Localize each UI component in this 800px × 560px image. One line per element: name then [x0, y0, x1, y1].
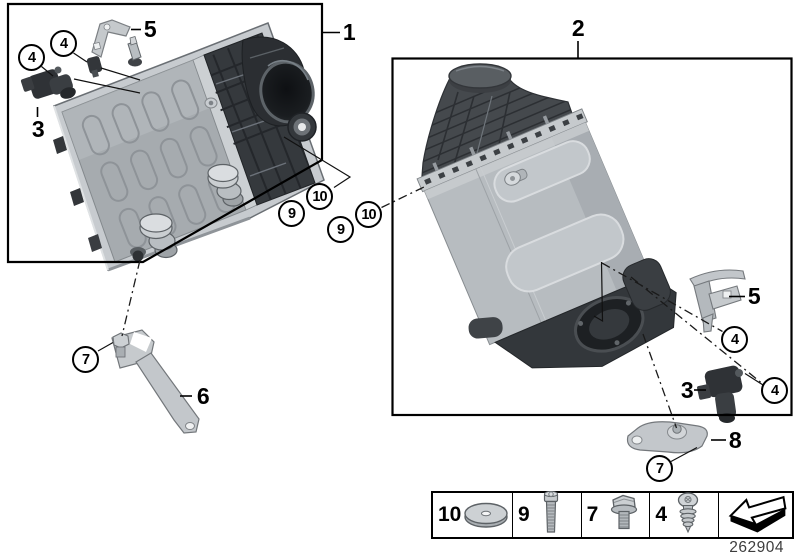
callout-9-right[interactable]: 9	[327, 216, 354, 243]
part-label-8[interactable]: 8	[728, 426, 742, 453]
legend-number-10: 10	[438, 503, 462, 526]
callout-7-a2[interactable]: 7	[646, 455, 673, 482]
top-stud	[127, 36, 142, 67]
assembly-label-1[interactable]: 1	[342, 18, 356, 45]
outlet-tube	[241, 36, 315, 127]
support-bracket-8-part	[626, 421, 708, 454]
bracket-5-part-a2	[689, 269, 746, 333]
assembly-box-2	[391, 57, 793, 417]
drawing-number: 262904	[729, 539, 784, 556]
direction-arrow-icon	[724, 490, 790, 541]
legend-item-7: 7	[582, 493, 651, 537]
sensor-3-part-a1	[20, 66, 76, 99]
hex-bolt-7-part-a1	[112, 332, 130, 358]
hex-flange-bolt-icon	[605, 493, 643, 538]
screw-part-a1	[86, 56, 103, 78]
legend-item-10: 10	[433, 493, 513, 537]
part-label-5-a1[interactable]: 5	[143, 15, 157, 42]
leader-lines	[41, 52, 764, 463]
self-tapping-screw-icon	[673, 491, 703, 539]
charge-air-ports	[139, 163, 244, 259]
bracket-5-part-a1	[91, 19, 131, 58]
washer-icon	[462, 492, 510, 539]
legend-item-9: 9	[513, 490, 582, 540]
torx-bolt-icon	[536, 490, 566, 540]
part-label-3-a1[interactable]: 3	[31, 115, 45, 142]
label-lines	[36, 28, 745, 441]
assembly-label-2[interactable]: 2	[571, 14, 585, 41]
callout-10-left[interactable]: 10	[306, 183, 333, 210]
intercooler-1-drawing	[53, 22, 325, 272]
legend-arrow-cell	[719, 493, 792, 537]
frame-tabs	[53, 136, 102, 252]
part-label-6[interactable]: 6	[196, 382, 210, 409]
cooler-body	[416, 108, 677, 369]
fastener-legend: 10 9 7	[431, 490, 794, 540]
callout-4-a1-upper[interactable]: 4	[50, 30, 77, 57]
callout-7-a1[interactable]: 7	[72, 346, 99, 373]
legend-number-9: 9	[518, 503, 530, 526]
dash-dot-lines	[121, 186, 763, 429]
legend-number-4: 4	[655, 503, 668, 526]
callout-9-left[interactable]: 9	[278, 200, 305, 227]
callout-10-right[interactable]: 10	[355, 201, 382, 228]
intercooler-2-drawing	[416, 63, 677, 369]
legend-number-7: 7	[586, 503, 599, 526]
tank-fitting	[504, 168, 528, 186]
part-label-3-a2[interactable]: 3	[680, 376, 694, 403]
callout-4-a2-sensor[interactable]: 4	[761, 377, 788, 404]
assembly-box-1	[6, 2, 324, 264]
callout-4-a1-lower[interactable]: 4	[18, 44, 45, 71]
legend-item-4: 4	[650, 491, 720, 539]
part-label-5-a2[interactable]: 5	[747, 282, 761, 309]
callout-4-a2-bracket[interactable]: 4	[721, 326, 748, 353]
mounting-hub	[287, 112, 317, 142]
